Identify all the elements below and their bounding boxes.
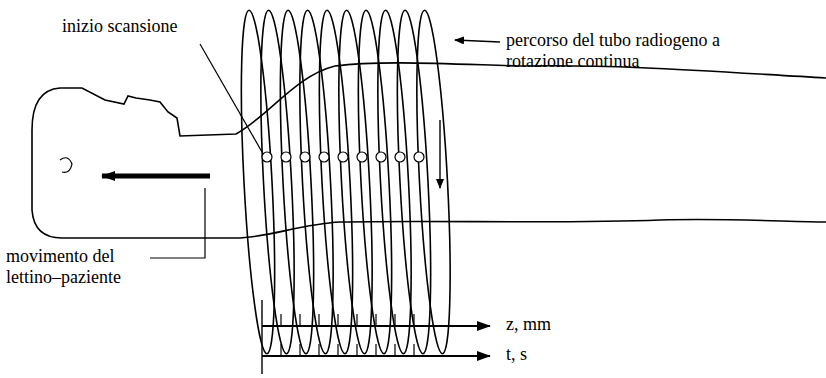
scan-dot <box>376 152 386 162</box>
tick <box>280 314 281 326</box>
tick <box>337 344 338 356</box>
tick <box>337 314 338 326</box>
tick <box>318 314 319 326</box>
axis-label: z, mm <box>506 314 606 335</box>
tick <box>394 344 395 356</box>
patient-outline <box>32 63 826 238</box>
scan-dot <box>300 152 310 162</box>
origin-line <box>261 300 262 374</box>
callout-label: inizio scansione <box>62 16 242 37</box>
movement-arrow <box>102 174 210 179</box>
tick <box>375 344 376 356</box>
scan-dot <box>357 152 367 162</box>
tick <box>299 314 300 326</box>
tick <box>413 314 414 326</box>
coil <box>411 10 457 355</box>
ear <box>60 158 72 173</box>
tick <box>356 344 357 356</box>
tick <box>375 314 376 326</box>
callout-label: percorso del tubo radiogeno a rotazione … <box>506 30 732 72</box>
axis-label: t, s <box>506 344 606 365</box>
callout-label: movimento del lettino–paziente <box>6 246 148 288</box>
tick <box>280 344 281 356</box>
scan-dot <box>319 152 329 162</box>
rotation-arrow <box>455 40 500 42</box>
tick <box>299 344 300 356</box>
tick <box>413 344 414 356</box>
scan-dot <box>281 152 291 162</box>
helix-coils <box>235 10 456 355</box>
tick <box>356 314 357 326</box>
scan-dot <box>395 152 405 162</box>
tick <box>394 314 395 326</box>
scan-positions <box>262 152 424 162</box>
coil-direction-arrow <box>439 120 440 188</box>
scan-dot <box>338 152 348 162</box>
leader-line <box>150 188 205 258</box>
scan-dot <box>262 152 272 162</box>
scan-dot <box>414 152 424 162</box>
leader-line <box>200 44 262 152</box>
tick <box>318 344 319 356</box>
axis-ticks <box>281 314 414 356</box>
